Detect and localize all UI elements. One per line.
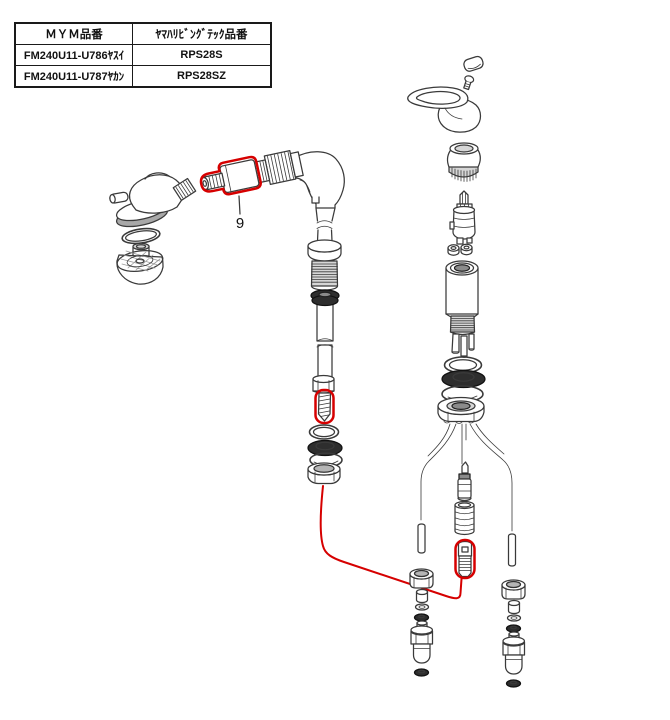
right-hose-tube — [507, 533, 517, 567]
dome-cap — [447, 142, 481, 182]
spray-head-thread — [172, 177, 197, 201]
spout-washer-stack — [307, 424, 343, 485]
part-9-connector — [199, 149, 304, 196]
spout-threaded-tip — [314, 388, 335, 425]
parts-table: ＭＹＭ品番 ﾔﾏﾊﾘﾋﾞﾝｸﾞﾃｯｸ品番 FM240U11-U786ﾔｽｲ RP… — [14, 22, 272, 88]
spout-shank — [307, 239, 342, 425]
supply-connector-highlight — [454, 538, 476, 580]
index-cap — [463, 55, 484, 72]
check-valve — [454, 500, 475, 536]
faucet-body — [445, 260, 479, 358]
supply-hoses — [420, 423, 513, 532]
supply-connector-highlighted — [454, 538, 476, 580]
cartridge-screws — [447, 243, 473, 256]
spray-head-tab — [109, 191, 129, 204]
cell-mym-0: FM240U11-U786ﾔｽｲ — [14, 44, 133, 66]
left-hose-tube — [417, 523, 426, 554]
part-9-label-text: 9 — [236, 215, 244, 232]
cell-mym-1: FM240U11-U787ﾔｶﾝ — [14, 65, 133, 88]
right-fitting-column — [501, 579, 526, 688]
spray-head — [109, 172, 197, 228]
handle-screw — [463, 75, 475, 91]
part-9-label: 9 — [236, 195, 244, 232]
cartridge — [449, 190, 476, 245]
lever-handle — [407, 86, 482, 133]
table-row: FM240U11-U787ﾔｶﾝ RPS28SZ — [14, 65, 272, 88]
spout — [293, 151, 345, 242]
cell-yamaha-1: RPS28SZ — [132, 65, 272, 88]
quick-connector — [457, 461, 472, 502]
table-row: FM240U11-U786ﾔｽｲ RPS28S — [14, 44, 272, 66]
spout-tip-highlight — [314, 388, 335, 425]
body-washer-stack — [437, 356, 486, 424]
part-9-highlight — [199, 155, 262, 196]
left-fitting-column — [409, 568, 434, 677]
aerator-cup — [116, 249, 164, 285]
cell-yamaha-0: RPS28S — [132, 44, 272, 66]
connection-line — [319, 485, 463, 600]
